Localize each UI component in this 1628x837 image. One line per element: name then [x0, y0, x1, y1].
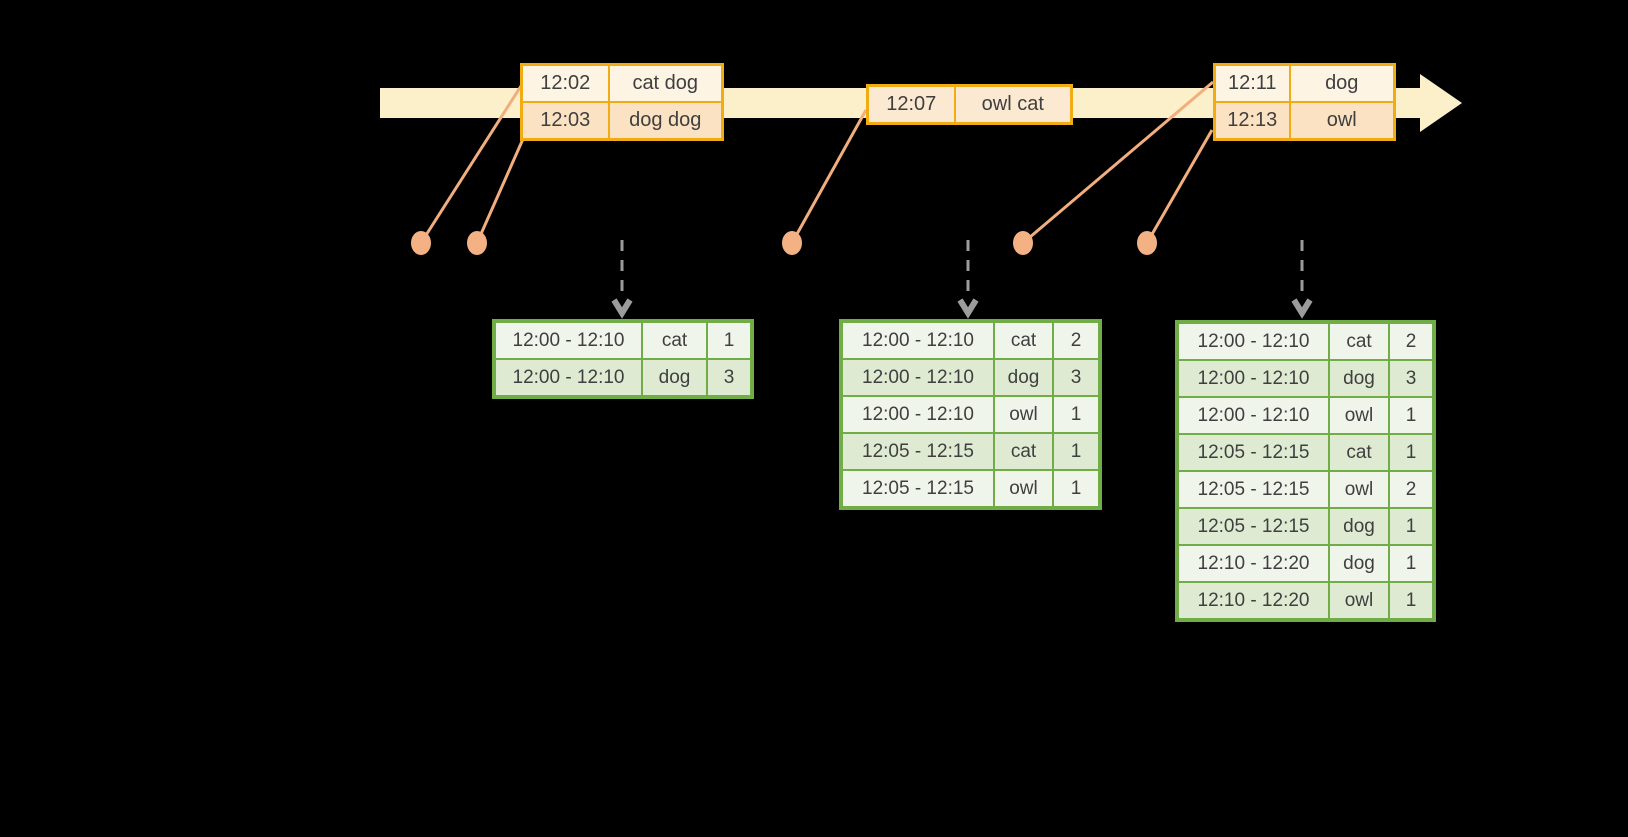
- table-cell: 12:10 - 12:20: [1176, 544, 1330, 583]
- table-cell: owl: [1328, 581, 1390, 621]
- table-cell: 12:00 - 12:10: [1176, 359, 1330, 398]
- connector-line: [475, 138, 525, 244]
- connector-line: [1145, 129, 1214, 244]
- event-dot: [782, 231, 802, 255]
- table-cell: 1: [1388, 396, 1435, 435]
- table-cell: cat: [993, 432, 1054, 471]
- table-cell: 12:11: [1213, 63, 1291, 103]
- table-cell: 1: [1388, 544, 1435, 583]
- table-cell: cat: [1328, 433, 1390, 472]
- arrow-down-icon: [611, 298, 633, 319]
- table-cell: dog: [1288, 63, 1396, 103]
- table-cell: 12:05 - 12:15: [1176, 507, 1330, 546]
- table-cell: 1: [1388, 581, 1435, 621]
- table-cell: 12:03: [520, 101, 610, 141]
- table-cell: dog: [993, 358, 1054, 397]
- table-cell: 12:00 - 12:10: [493, 358, 643, 398]
- table-cell: owl: [1328, 470, 1390, 509]
- connector-line: [419, 85, 523, 244]
- connector-line: [1022, 80, 1214, 245]
- table-cell: 12:00 - 12:10: [1176, 396, 1330, 435]
- table-cell: owl: [1328, 396, 1390, 435]
- table-cell: 12:10 - 12:20: [1176, 581, 1330, 621]
- table-cell: 12:00 - 12:10: [840, 395, 995, 434]
- table-cell: 1: [1052, 395, 1101, 434]
- arrow-down-icon: [957, 298, 979, 319]
- table-cell: 12:05 - 12:15: [840, 432, 995, 471]
- trigger-arrow: [957, 240, 979, 319]
- table-cell: 12:05 - 12:15: [840, 469, 995, 509]
- table-cell: cat: [1328, 321, 1390, 361]
- table-cell: dog: [641, 358, 708, 398]
- table-cell: dog: [1328, 507, 1390, 546]
- table-cell: dog dog: [607, 101, 724, 141]
- table-cell: 12:05 - 12:15: [1176, 470, 1330, 509]
- table-cell: 12:13: [1213, 101, 1291, 141]
- table-cell: 1: [706, 320, 753, 360]
- table-cell: 12:00 - 12:10: [840, 358, 995, 397]
- table-cell: owl: [993, 469, 1054, 509]
- event-dot: [467, 231, 487, 255]
- table-cell: 2: [1052, 320, 1101, 360]
- table-cell: 12:00 - 12:10: [493, 320, 643, 360]
- table-cell: 12:00 - 12:10: [840, 320, 995, 360]
- trigger-arrow: [611, 240, 633, 319]
- table-cell: 1: [1388, 433, 1435, 472]
- table-cell: 3: [1388, 359, 1435, 398]
- trigger-arrow: [1291, 240, 1313, 319]
- table-cell: 1: [1052, 432, 1101, 471]
- table-cell: owl: [1288, 101, 1396, 141]
- connector-line: [790, 109, 868, 244]
- table-cell: 12:02: [520, 63, 610, 103]
- table-cell: cat dog: [607, 63, 724, 103]
- table-cell: 12:07: [866, 84, 956, 125]
- table-cell: cat: [641, 320, 708, 360]
- timeline-arrowhead-icon: [1420, 74, 1462, 132]
- event-dot: [411, 231, 431, 255]
- table-cell: owl cat: [953, 84, 1073, 125]
- table-cell: 12:00 - 12:10: [1176, 321, 1330, 361]
- table-cell: 3: [706, 358, 753, 398]
- arrow-down-icon: [1291, 298, 1313, 319]
- event-dot: [1013, 231, 1033, 255]
- table-cell: dog: [1328, 544, 1390, 583]
- table-cell: 1: [1388, 507, 1435, 546]
- table-cell: dog: [1328, 359, 1390, 398]
- table-cell: 12:05 - 12:15: [1176, 433, 1330, 472]
- event-dot: [1137, 231, 1157, 255]
- table-cell: owl: [993, 395, 1054, 434]
- table-cell: 2: [1388, 321, 1435, 361]
- table-cell: 2: [1388, 470, 1435, 509]
- table-cell: 3: [1052, 358, 1101, 397]
- table-cell: cat: [993, 320, 1054, 360]
- table-cell: 1: [1052, 469, 1101, 509]
